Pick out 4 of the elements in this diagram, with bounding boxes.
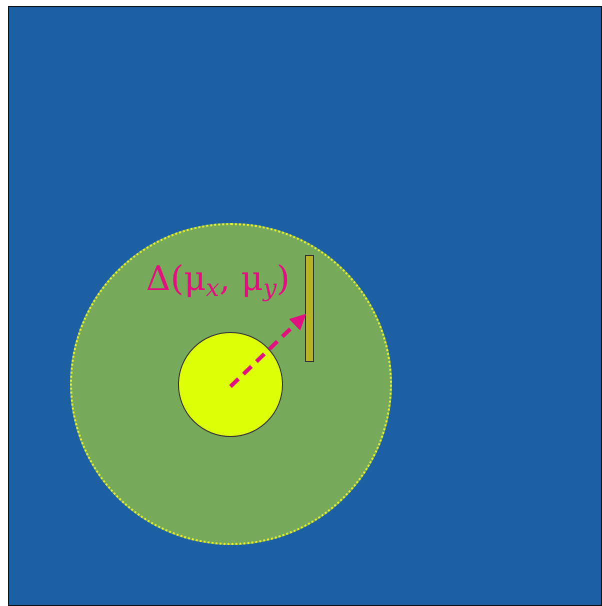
dashed-arrow <box>229 313 306 388</box>
background-square <box>8 6 602 606</box>
target-bar <box>305 255 314 362</box>
edge-label: Δ(μ$_{x}$, μ$_{y}$) <box>146 262 290 301</box>
